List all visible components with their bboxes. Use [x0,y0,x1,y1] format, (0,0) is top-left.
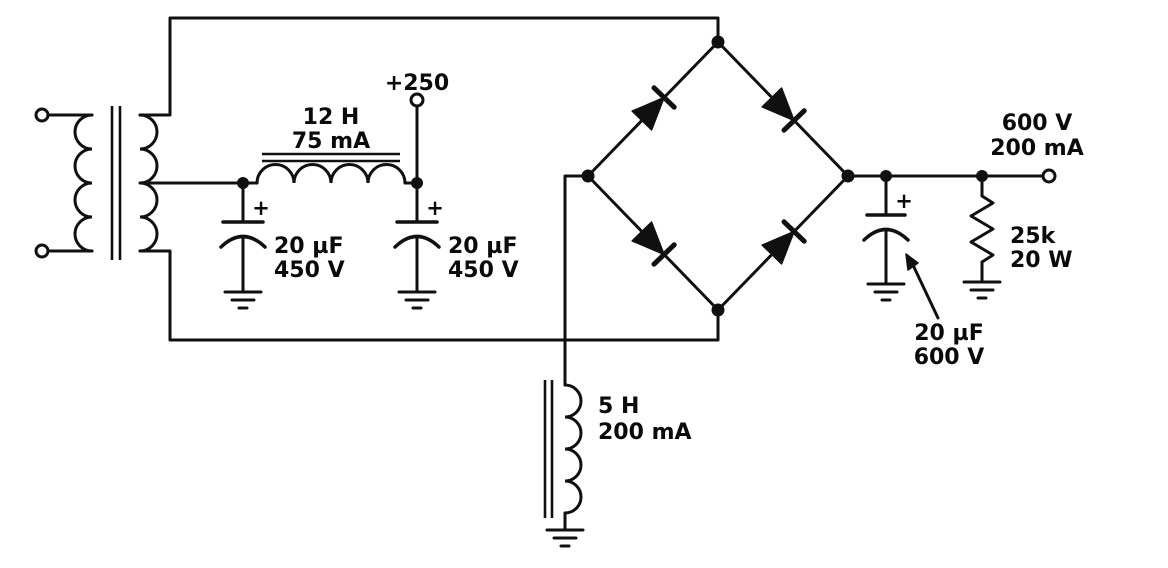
diode-4-body [761,230,795,265]
choke-12h-current-label: 75 mA [292,129,370,154]
junction-dot [711,303,725,317]
junction-dot [237,177,249,189]
diode-lower-left [631,221,677,267]
diode-upper-left [631,85,677,131]
callout-arrow-line [911,263,940,320]
diode-lower-right [761,219,807,265]
choke-12h-coil [255,163,407,185]
diode-1-body [631,96,665,131]
output-600-voltage-label: 600 V [1002,111,1073,136]
junction-dot [976,170,988,182]
filter-choke-12h: 12 H 75 mA [255,105,419,185]
ground-symbol-resistor [962,280,1002,300]
bleeder-resistor: 25k 20 W [962,174,1073,300]
diode-4-cathode-bar [781,219,807,244]
bridge-diamond-wire [586,40,850,312]
callout-arrowhead [905,253,919,271]
junction-dot [711,35,725,49]
filter-capacitor-1: + 20 µF 450 V [219,181,345,310]
output-600-terminal [1041,168,1057,184]
diode-1-cathode-bar [651,85,677,110]
output-600-current-label: 200 mA [990,136,1084,161]
bridge-negative-return-wire [563,174,590,387]
junction-dot [880,170,892,182]
choke-5h-current-label: 200 mA [598,420,692,445]
cap1-voltage-label: 450 V [274,258,345,283]
diode-3-body [631,221,665,256]
cap2-polarity-mark: + [426,196,444,220]
filter-capacitor-2: + 20 µF 450 V [393,181,519,310]
choke-5h-coil [563,383,583,515]
cap2-capacitance-label: 20 µF [448,234,518,259]
primary-terminal-bottom [34,243,50,259]
hv-filter-capacitor: + 20 µF 600 V [862,174,985,370]
bottom-rail-wire [138,249,720,342]
diode-2-body [761,87,795,122]
junction-dot [411,177,423,189]
diode-upper-right [761,87,807,133]
ground-symbol-choke5h [545,528,585,548]
cap1-polarity-mark: + [252,196,270,220]
resistor-zigzag [969,194,995,264]
cap600-voltage-label: 600 V [914,345,985,370]
bridge-rectifier [586,40,850,312]
cap600-polarity-mark: + [895,189,913,213]
choke-5h-inductance-label: 5 H [598,394,639,419]
junction-dot [581,169,595,183]
output-250-terminal [409,92,425,108]
cap600-callout-arrow [905,253,940,320]
diode-2-cathode-bar [781,108,807,133]
cap2-voltage-label: 450 V [448,258,519,283]
junction-dot [841,169,855,183]
cap1-capacitance-label: 20 µF [274,234,344,259]
ground-symbol-cap600 [866,282,906,302]
resistor-resistance-label: 25k [1010,224,1057,249]
junction-dots [237,35,988,317]
cap600-capacitance-label: 20 µF [914,321,984,346]
ground-symbol-cap1 [223,290,263,310]
output-250-label: +250 [385,71,449,96]
primary-winding-coil [73,113,94,253]
primary-terminal-top [34,107,50,123]
diode-3-cathode-bar [651,242,677,267]
resistor-power-label: 20 W [1010,248,1073,273]
return-choke-5h: 5 H 200 mA [543,174,692,548]
output-250v: +250 [385,71,449,185]
choke-12h-inductance-label: 12 H [303,105,360,130]
top-rail-wire [138,16,720,117]
ground-symbol-cap2 [397,290,437,310]
